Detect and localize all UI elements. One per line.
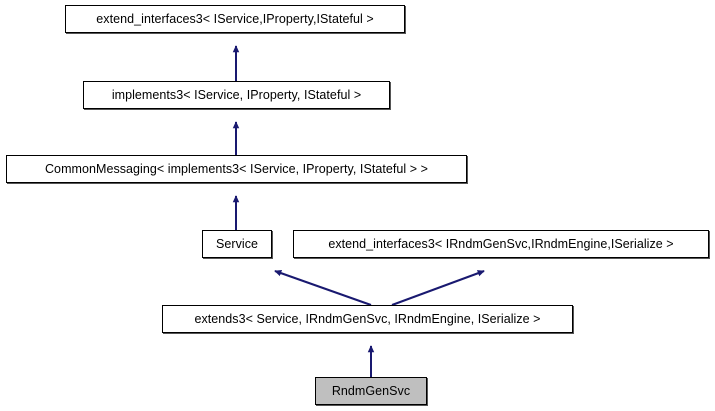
class-node-label: extends3< Service, IRndmGenSvc, IRndmEng…	[194, 311, 541, 326]
class-node-rndm-gen-svc[interactable]: RndmGenSvc	[315, 377, 427, 405]
class-node-extends3[interactable]: extends3< Service, IRndmGenSvc, IRndmEng…	[162, 305, 573, 333]
class-node-implements3[interactable]: implements3< IService, IProperty, IState…	[83, 81, 390, 109]
class-node-label: Service	[215, 236, 259, 251]
inheritance-edge	[274, 270, 372, 306]
class-node-label: extend_interfaces3< IService,IProperty,I…	[96, 11, 374, 26]
class-node-label: RndmGenSvc	[331, 383, 411, 398]
class-node-extend-interfaces3-service[interactable]: extend_interfaces3< IService,IProperty,I…	[65, 5, 405, 33]
class-node-label: extend_interfaces3< IRndmGenSvc,IRndmEng…	[328, 236, 674, 251]
inheritance-edge	[391, 270, 485, 306]
class-node-common-messaging[interactable]: CommonMessaging< implements3< IService, …	[6, 155, 467, 183]
class-node-label: CommonMessaging< implements3< IService, …	[44, 161, 428, 176]
class-node-label: implements3< IService, IProperty, IState…	[111, 87, 362, 102]
class-node-service[interactable]: Service	[202, 230, 272, 258]
class-node-extend-interfaces3-rndm[interactable]: extend_interfaces3< IRndmGenSvc,IRndmEng…	[293, 230, 709, 258]
